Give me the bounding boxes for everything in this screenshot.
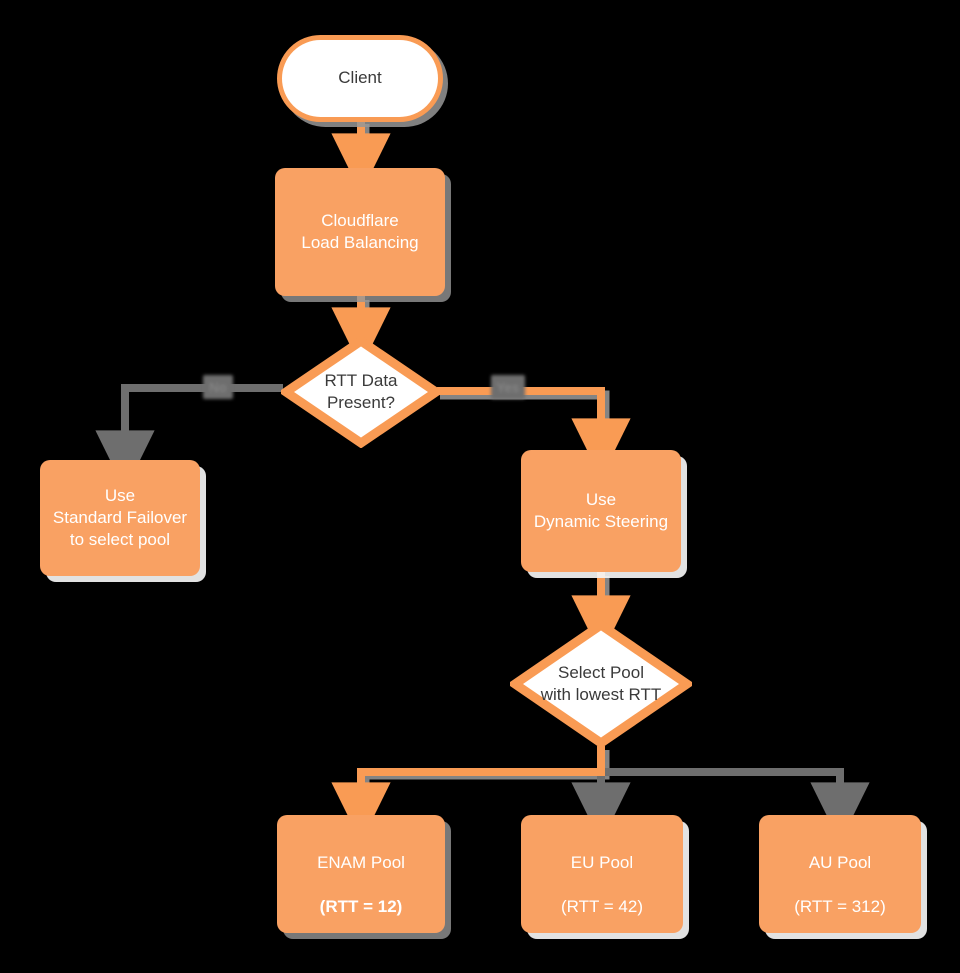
node-eu-pool-name: EU Pool [570, 852, 634, 872]
edge-select-enam [331, 746, 605, 843]
node-enam-pool-label: ENAM Pool (RTT = 12) [311, 830, 411, 918]
node-cloudflare-load-balancing[interactable]: Cloudflare Load Balancing [275, 168, 445, 296]
edge-label-rtt-yes: Yes [491, 375, 525, 399]
node-au-pool-label: AU Pool (RTT = 312) [788, 830, 892, 918]
node-au-pool-name: AU Pool [808, 852, 872, 872]
node-enam-pool-name: ENAM Pool [317, 852, 405, 872]
edge-rtt-yes [437, 387, 631, 479]
node-eu-pool[interactable]: EU Pool (RTT = 42) [521, 815, 683, 933]
edge-select-au [601, 768, 870, 843]
node-cloudflare-load-balancing-label: Cloudflare Load Balancing [301, 210, 419, 252]
node-au-pool-rtt: (RTT = 312) [794, 897, 886, 917]
edge-label-rtt-yes-text: Yes [496, 379, 520, 395]
node-dynamic-steering-label: Use Dynamic Steering [533, 489, 669, 531]
decision-diamond-shape [281, 336, 441, 448]
node-dynamic-steering[interactable]: Use Dynamic Steering [521, 450, 681, 572]
decision-diamond-shape [510, 620, 692, 748]
node-standard-failover-label: Use Standard Failover to select pool [52, 485, 188, 550]
node-enam-pool-rtt: (RTT = 12) [319, 897, 403, 917]
node-rtt-data-present[interactable]: RTT Data Present? [281, 336, 441, 448]
node-select-pool-lowest-rtt[interactable]: Select Pool with lowest RTT [510, 620, 692, 748]
node-standard-failover[interactable]: Use Standard Failover to select pool [40, 460, 200, 576]
edge-label-rtt-no: No [203, 375, 233, 399]
node-enam-pool[interactable]: ENAM Pool (RTT = 12) [277, 815, 445, 933]
node-rtt-data-present-label: RTT Data Present? [324, 370, 398, 412]
node-client-label: Client [338, 68, 382, 88]
node-eu-pool-rtt: (RTT = 42) [560, 897, 644, 917]
node-client[interactable]: Client [277, 35, 443, 122]
node-au-pool[interactable]: AU Pool (RTT = 312) [759, 815, 921, 933]
node-select-pool-lowest-rtt-label: Select Pool with lowest RTT [540, 662, 662, 704]
edge-label-rtt-no-text: No [209, 379, 227, 395]
node-eu-pool-label: EU Pool (RTT = 42) [555, 830, 649, 918]
